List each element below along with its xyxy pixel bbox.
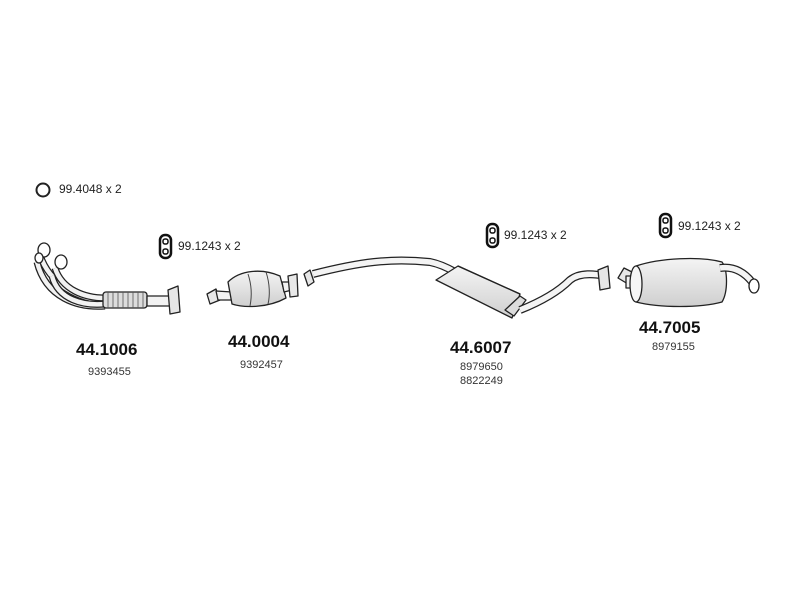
rubber-hanger-icon — [485, 222, 500, 249]
oem-number: 9392457 — [240, 359, 283, 371]
part-number: 44.0004 — [228, 332, 290, 351]
rear-silencer-drawing — [617, 257, 760, 308]
catalytic-converter-drawing — [206, 270, 299, 308]
oem-number: 8979650 — [460, 361, 503, 373]
gasket-ring-icon — [35, 182, 51, 198]
rubber-hanger-icon — [658, 212, 673, 239]
accessory-label-hanger: 99.1243 x 2 — [178, 239, 241, 253]
accessory-label-gasket: 99.4048 x 2 — [59, 182, 122, 196]
accessory-label-hanger: 99.1243 x 2 — [504, 228, 567, 242]
part-number: 44.7005 — [639, 318, 701, 337]
accessory-label-hanger: 99.1243 x 2 — [678, 219, 741, 233]
oem-number: 9393455 — [88, 366, 131, 378]
oem-number: 8822249 — [460, 375, 503, 387]
oem-number: 8979155 — [652, 341, 695, 353]
rubber-hanger-icon — [158, 233, 173, 260]
middle-silencer-pipe-drawing — [303, 256, 611, 319]
front-pipe-manifold-drawing — [33, 242, 181, 315]
part-number: 44.1006 — [76, 340, 138, 359]
part-number: 44.6007 — [450, 338, 512, 357]
